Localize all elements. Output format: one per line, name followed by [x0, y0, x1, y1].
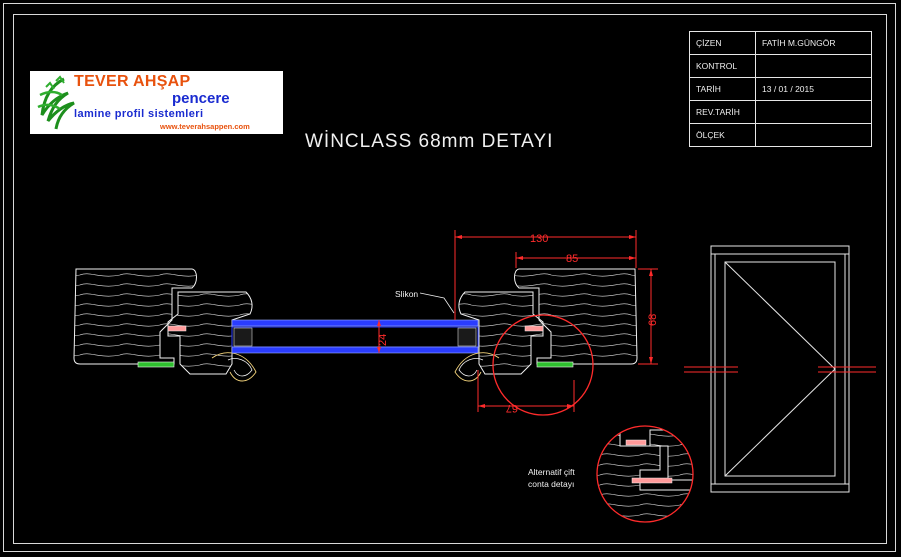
- title-block-label: ÇİZEN: [689, 31, 756, 55]
- title-block-row: ÇİZEN FATİH M.GÜNGÖR: [689, 31, 872, 55]
- dimension-lines: [378, 230, 658, 412]
- dim-sash: 85: [566, 253, 578, 265]
- leaf-logo-icon: [37, 75, 75, 130]
- logo-tagline: lamine profil sistemleri: [74, 108, 204, 120]
- title-block-value: [755, 123, 872, 147]
- alt-gasket-note-line1: Alternatif çift: [528, 467, 575, 477]
- dim-overall: 130: [530, 233, 548, 245]
- dimension-arrows: [377, 235, 653, 408]
- alt-gasket-detail: [596, 425, 694, 523]
- silicone-label: Slikon: [395, 289, 418, 299]
- title-block-row: ÖLÇEK: [689, 123, 872, 147]
- title-block-row: REV.TARİH: [689, 100, 872, 124]
- dim-frame: 67: [506, 402, 518, 414]
- dim-glass: 24: [377, 334, 389, 346]
- alt-gasket-note-line2: conta detayı: [528, 479, 575, 489]
- section-cut-line: [684, 366, 876, 373]
- right-frame-profile: [454, 268, 638, 382]
- title-block-value: [755, 100, 872, 124]
- insulated-glass-unit: [231, 319, 479, 354]
- sheet-border-inner: [13, 14, 887, 544]
- title-block-value: FATİH M.GÜNGÖR: [755, 31, 872, 55]
- window-elevation: [710, 245, 850, 493]
- dim-depth: 68: [647, 314, 659, 326]
- left-frame-profile: [73, 268, 257, 382]
- detail-callout-circle: [492, 314, 594, 416]
- sheet-border-outer: [3, 3, 896, 552]
- logo-product: pencere: [172, 90, 230, 107]
- title-block: ÇİZEN FATİH M.GÜNGÖR KONTROL TARİH 13 / …: [689, 31, 872, 147]
- drawing-title: WİNCLASS 68mm DETAYI: [305, 131, 554, 152]
- company-logo: TEVER AHŞAP pencere lamine profil sistem…: [30, 71, 283, 134]
- logo-url: www.teverahsappen.com: [160, 122, 250, 131]
- title-block-label: REV.TARİH: [689, 100, 756, 124]
- title-block-label: ÖLÇEK: [689, 123, 756, 147]
- silicone-leader: [419, 292, 455, 314]
- logo-brand: TEVER AHŞAP: [74, 73, 191, 90]
